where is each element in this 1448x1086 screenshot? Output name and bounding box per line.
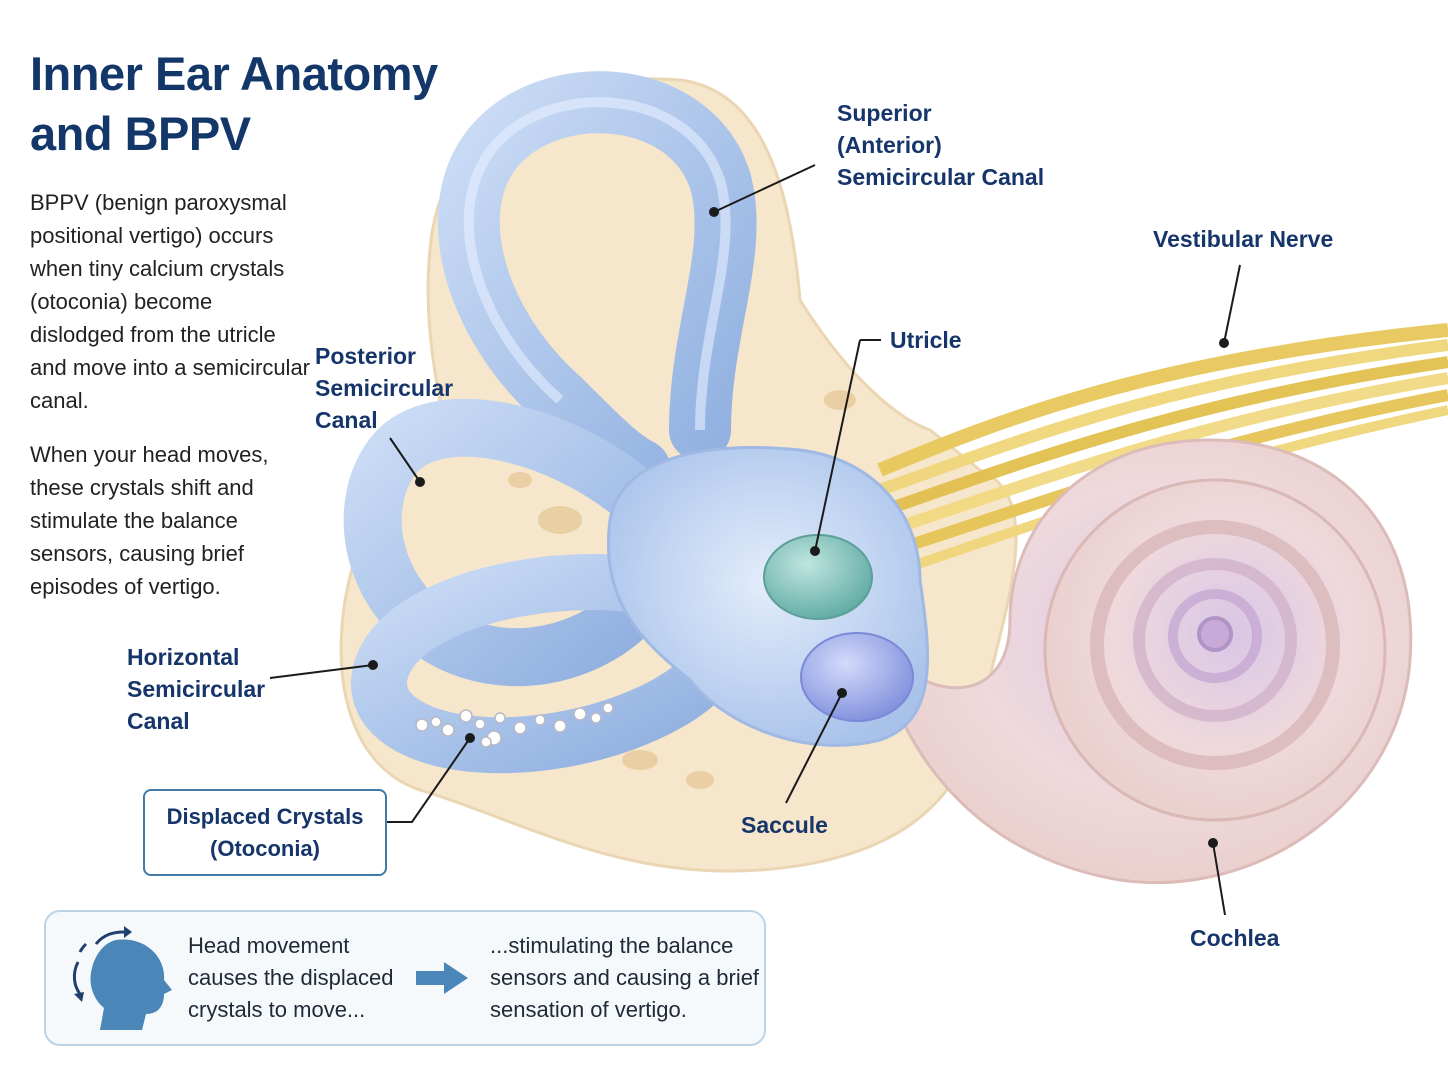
bone-pore bbox=[686, 771, 714, 789]
bone-pore bbox=[622, 750, 658, 770]
label-vestibular-nerve: Vestibular Nerve bbox=[1153, 226, 1334, 252]
arrow-right-icon bbox=[414, 960, 470, 1001]
mechanism-flow-box: Head movement causes the displaced cryst… bbox=[44, 910, 766, 1046]
otoconia-crystals bbox=[415, 702, 614, 748]
leader-saccule bbox=[785, 692, 843, 804]
leader-horizontal bbox=[269, 664, 374, 679]
bone-pore bbox=[538, 506, 582, 534]
saccule bbox=[800, 632, 914, 722]
head-movement-icon bbox=[66, 922, 196, 1034]
label-horizontal-canal: Horizontal Semicircular Canal bbox=[127, 644, 266, 734]
crystals-callout: Displaced Crystals (Otoconia) bbox=[143, 789, 387, 876]
label-saccule: Saccule bbox=[741, 812, 828, 838]
page-title: Inner Ear Anatomy and BPPV bbox=[30, 47, 438, 160]
leader-crystals bbox=[385, 737, 471, 823]
vestibular-nerve bbox=[877, 323, 1448, 575]
bone-pore bbox=[824, 390, 856, 410]
leader-cochlea bbox=[1212, 842, 1226, 916]
flow-step-2: ...stimulating the balance sensors and c… bbox=[490, 933, 760, 1022]
mechanism-paragraph: When your head moves, these crystals shi… bbox=[30, 442, 269, 599]
label-superior-canal: Superior (Anterior) Semicircular Canal bbox=[837, 100, 1045, 190]
cochlea bbox=[868, 438, 1413, 885]
leader-superior bbox=[713, 164, 816, 213]
posterior-canal bbox=[343, 398, 669, 687]
flow-step-1: Head movement causes the displaced cryst… bbox=[188, 933, 394, 1022]
intro-paragraph: BPPV (benign paroxysmal positional verti… bbox=[30, 190, 311, 413]
label-utricle: Utricle bbox=[890, 327, 962, 353]
bone-pore bbox=[508, 472, 532, 488]
horizontal-canal bbox=[351, 554, 728, 774]
label-cochlea: Cochlea bbox=[1190, 925, 1280, 951]
leader-vestibular-nerve bbox=[1223, 264, 1241, 344]
label-posterior-canal: Posterior Semicircular Canal bbox=[315, 343, 454, 433]
leader-posterior bbox=[389, 437, 421, 483]
